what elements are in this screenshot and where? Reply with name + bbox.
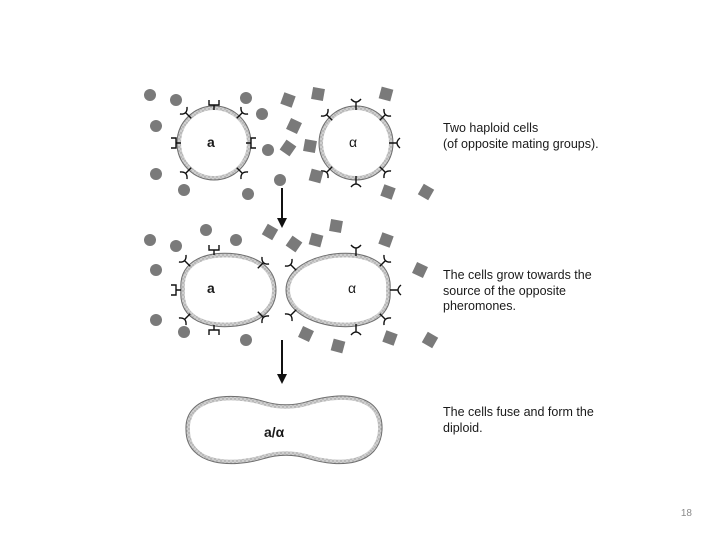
pheromones-layer [144, 86, 439, 354]
diploid-cell [185, 395, 383, 465]
alpha-factor-icon [298, 326, 314, 342]
a-factor-icon [150, 168, 162, 180]
arrows-layer [277, 188, 287, 384]
alpha-factor-icon [279, 139, 297, 157]
alpha-factor-icon [329, 219, 343, 233]
alpha-factor-icon [382, 330, 398, 346]
a-factor-icon [274, 174, 286, 186]
alpha-receptor-icon [179, 167, 192, 180]
alpha-receptor-icon [390, 284, 402, 296]
alpha-receptor-icon [320, 108, 333, 121]
a-factor-icon [242, 188, 254, 200]
alpha-factor-icon [286, 118, 302, 134]
a-factor-icon [200, 224, 212, 236]
cell-labels-layer: a α a α a/α [207, 134, 357, 440]
a-factor-icon [256, 108, 268, 120]
alpha-factor-icon [412, 262, 428, 278]
alpha-factor-icon [303, 139, 317, 153]
cell-label-alpha-stage2: α [348, 280, 356, 296]
alpha-factor-icon [421, 331, 439, 349]
alpha-receptor-icon [350, 98, 362, 110]
a-factor-icon [240, 334, 252, 346]
shmoo-cell-alpha [285, 252, 391, 328]
alpha-factor-icon [308, 168, 324, 184]
a-factor-icon [144, 89, 156, 101]
a-factor-icon [150, 264, 162, 276]
cell-label-diploid: a/α [264, 424, 285, 440]
alpha-receptor-icon [236, 167, 249, 180]
a-receptor-icon [208, 325, 220, 335]
a-factor-icon [230, 234, 242, 246]
receptors-layer [171, 98, 402, 336]
caption-stage-3: The cells fuse and form the diploid. [443, 405, 673, 436]
a-receptor-icon [171, 137, 181, 149]
alpha-receptor-icon [178, 313, 191, 326]
caption-line: Two haploid cells [443, 121, 539, 135]
alpha-receptor-icon [284, 258, 297, 271]
alpha-receptor-icon [350, 244, 362, 256]
a-factor-icon [178, 326, 190, 338]
alpha-factor-icon [261, 223, 279, 241]
alpha-receptor-icon [350, 324, 362, 336]
a-receptor-icon [246, 137, 256, 149]
alpha-factor-icon [380, 184, 396, 200]
a-factor-icon [240, 92, 252, 104]
down-arrow-icon [277, 188, 287, 228]
caption-line: The cells grow towards the [443, 268, 592, 282]
caption-line: The cells fuse and form the [443, 405, 594, 419]
alpha-factor-icon [308, 232, 324, 248]
a-factor-icon [150, 314, 162, 326]
a-factor-icon [144, 234, 156, 246]
a-factor-icon [178, 184, 190, 196]
a-factor-icon [170, 94, 182, 106]
alpha-receptor-icon [389, 137, 401, 149]
alpha-factor-icon [378, 232, 394, 248]
caption-stage-1: Two haploid cells (of opposite mating gr… [443, 121, 673, 152]
alpha-receptor-icon [320, 166, 333, 179]
alpha-factor-icon [330, 338, 346, 354]
cell-label-alpha-stage1: α [349, 134, 357, 150]
caption-line: source of the opposite [443, 283, 566, 298]
alpha-receptor-icon [379, 313, 392, 326]
a-receptor-icon [208, 100, 220, 110]
a-factor-icon [170, 240, 182, 252]
alpha-receptor-icon [257, 311, 270, 324]
alpha-receptor-icon [178, 254, 191, 267]
a-factor-icon [262, 144, 274, 156]
caption-line: pheromones. [443, 299, 516, 313]
a-receptor-icon [171, 284, 181, 296]
alpha-receptor-icon [257, 256, 270, 269]
alpha-receptor-icon [236, 106, 249, 119]
alpha-receptor-icon [284, 309, 297, 322]
alpha-receptor-icon [379, 254, 392, 267]
down-arrow-icon [277, 340, 287, 384]
caption-line: (of opposite mating groups). [443, 136, 599, 151]
a-receptor-icon [208, 245, 220, 255]
alpha-factor-icon [285, 235, 303, 253]
alpha-receptor-icon [379, 108, 392, 121]
page-number: 18 [680, 508, 692, 519]
cell-label-a-stage1: a [207, 134, 215, 150]
alpha-receptor-icon [379, 166, 392, 179]
alpha-factor-icon [311, 87, 325, 101]
caption-line: diploid. [443, 420, 483, 435]
alpha-receptor-icon [179, 106, 192, 119]
shmoo-cell-a [180, 252, 277, 328]
alpha-factor-icon [280, 92, 296, 108]
alpha-receptor-icon [350, 176, 362, 188]
alpha-factor-icon [378, 86, 394, 102]
caption-stage-2: The cells grow towards the source of the… [443, 268, 673, 315]
cell-label-a-stage2: a [207, 280, 215, 296]
a-factor-icon [150, 120, 162, 132]
alpha-factor-icon [417, 183, 435, 201]
